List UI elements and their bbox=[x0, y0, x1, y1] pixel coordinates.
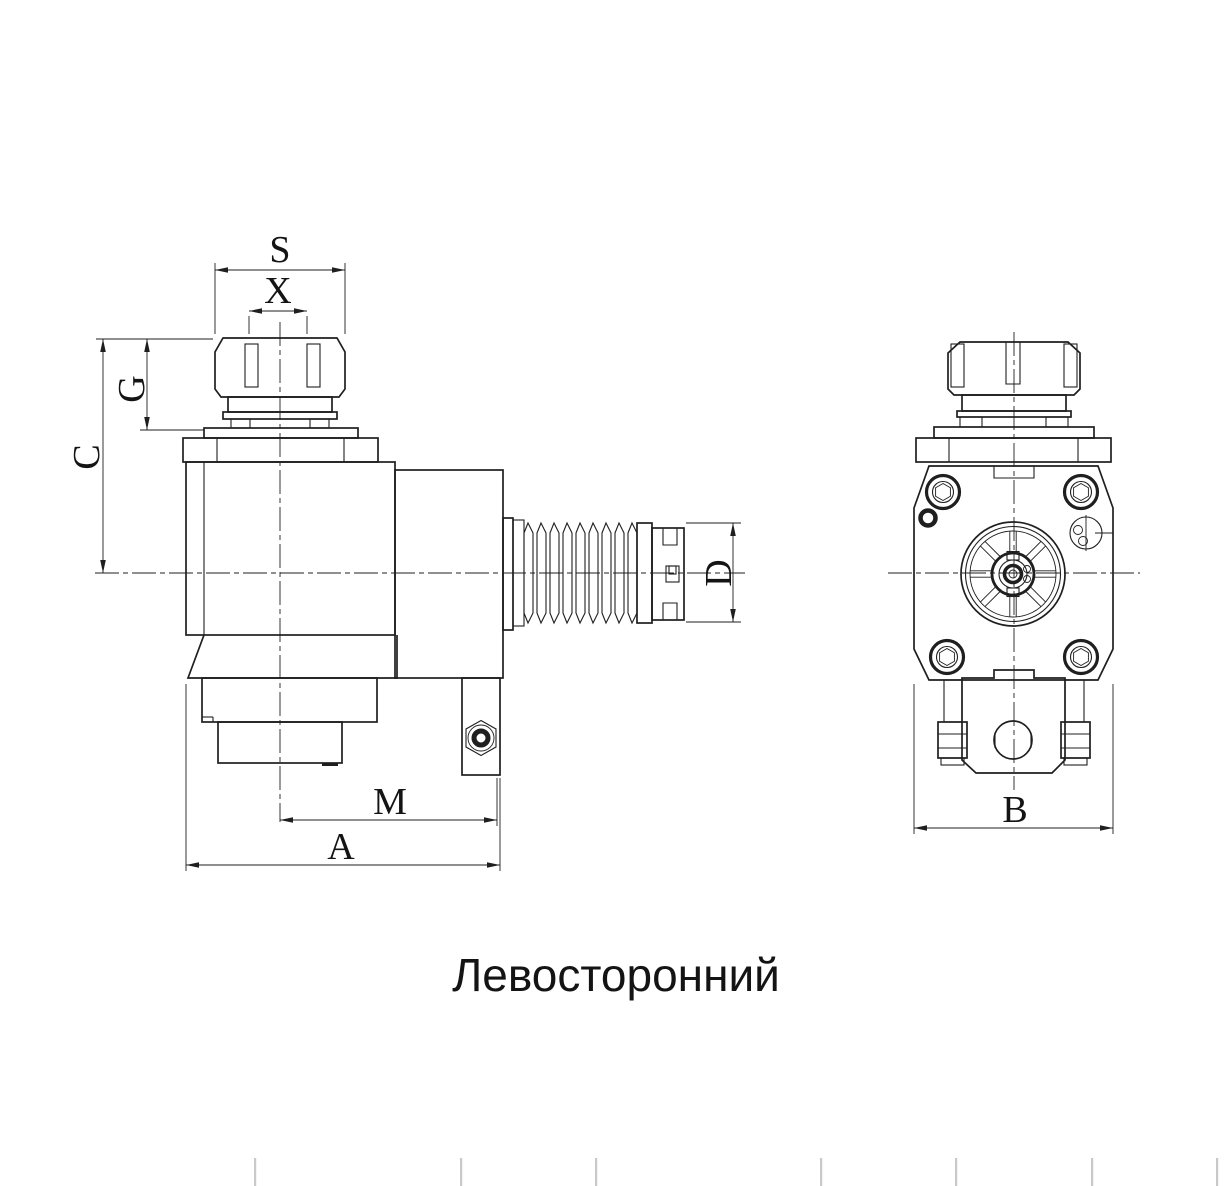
drive-wheel bbox=[960, 521, 1066, 627]
dim-label-m: M bbox=[373, 781, 407, 823]
hub-keyway bbox=[1006, 550, 1020, 561]
dimension-A: A bbox=[185, 684, 501, 871]
cap-screw bbox=[1062, 473, 1100, 511]
housing-body bbox=[185, 461, 504, 679]
shank-block bbox=[394, 469, 504, 679]
side-nut bbox=[937, 721, 968, 766]
cap-screw bbox=[924, 473, 962, 511]
nut-slot bbox=[1063, 343, 1078, 388]
hex-screw bbox=[465, 719, 497, 757]
neck-ring bbox=[222, 411, 338, 420]
page-tick bbox=[820, 1158, 823, 1186]
cap-notch-top bbox=[662, 528, 678, 546]
nut-slot bbox=[244, 343, 259, 388]
neck-tab bbox=[1045, 416, 1069, 428]
nut-keyway bbox=[1005, 342, 1021, 385]
clamp-bracket bbox=[461, 677, 501, 776]
body-skirt bbox=[186, 634, 398, 679]
neck-tab bbox=[230, 418, 251, 429]
wheel-spokes bbox=[970, 531, 1056, 617]
dim-label-x: X bbox=[264, 270, 291, 312]
dimension-G: G bbox=[111, 339, 204, 431]
top-notch bbox=[993, 466, 1035, 479]
spindle-plate bbox=[203, 427, 359, 439]
page-tick bbox=[254, 1158, 257, 1186]
bracket bbox=[461, 677, 501, 776]
hub-keyway bbox=[1006, 587, 1020, 598]
dim-label-g: G bbox=[111, 375, 153, 402]
dim-label-c: C bbox=[66, 444, 108, 469]
dimension-S: S bbox=[214, 229, 346, 334]
front-body bbox=[913, 465, 1114, 681]
bottom-clamp-front bbox=[937, 669, 1091, 774]
dimensions-side: S X C G bbox=[66, 229, 741, 871]
front-view: B bbox=[888, 332, 1140, 834]
neck-tab bbox=[959, 416, 983, 428]
balance-hole bbox=[1069, 515, 1113, 551]
cap-screw bbox=[928, 638, 966, 676]
cap-key-inner bbox=[668, 565, 677, 575]
neck-tab bbox=[309, 418, 330, 429]
wheel-hub bbox=[990, 550, 1036, 598]
page-ticks bbox=[254, 1158, 1219, 1186]
centerlines bbox=[95, 322, 745, 822]
end-cap bbox=[651, 527, 685, 621]
dimension-B: B bbox=[913, 684, 1114, 834]
main-body bbox=[185, 461, 396, 636]
drawing-caption: Левосторонний bbox=[452, 949, 780, 1001]
neck-ring bbox=[956, 410, 1072, 418]
page-tick bbox=[460, 1158, 463, 1186]
strap bbox=[943, 679, 963, 723]
dimension-C: C bbox=[66, 338, 213, 573]
dim-label-b: B bbox=[1002, 789, 1027, 831]
dim-label-d: D bbox=[698, 559, 740, 586]
dimension-X: X bbox=[248, 270, 308, 334]
bottom-steps bbox=[201, 677, 378, 766]
wheel-outer bbox=[960, 521, 1066, 627]
step-block-1 bbox=[201, 677, 378, 723]
collet-assembly-front bbox=[915, 341, 1112, 463]
side-nut bbox=[1060, 721, 1091, 766]
bottom-block bbox=[961, 669, 1066, 774]
dimension-D: D bbox=[686, 522, 741, 623]
dim-label-s: S bbox=[269, 229, 290, 271]
strap bbox=[1064, 679, 1085, 723]
side-view: S X C G bbox=[66, 229, 745, 871]
step-foot bbox=[322, 763, 338, 766]
cap-screw bbox=[1062, 638, 1100, 676]
dim-label-a: A bbox=[327, 826, 355, 868]
step-block-2 bbox=[217, 721, 343, 764]
body-plate bbox=[913, 465, 1114, 681]
shank-end-cap bbox=[651, 527, 685, 621]
page-tick bbox=[1216, 1158, 1219, 1186]
spindle-flange bbox=[182, 437, 379, 463]
vdi-shank bbox=[502, 517, 685, 631]
collet-assembly bbox=[182, 337, 379, 463]
pin-hole bbox=[918, 508, 938, 528]
nut-slot bbox=[306, 343, 321, 388]
spindle-flange bbox=[915, 437, 1112, 463]
shank-collar bbox=[502, 517, 514, 631]
cap-screws bbox=[918, 473, 1113, 676]
clamp-hole bbox=[993, 720, 1033, 760]
page-tick bbox=[955, 1158, 958, 1186]
cap-notch-bottom bbox=[662, 602, 678, 620]
page-tick bbox=[1091, 1158, 1094, 1186]
page-tick bbox=[595, 1158, 598, 1186]
nut-slot bbox=[950, 343, 965, 388]
centerlines bbox=[888, 332, 1140, 790]
dimension-M: M bbox=[280, 778, 498, 826]
